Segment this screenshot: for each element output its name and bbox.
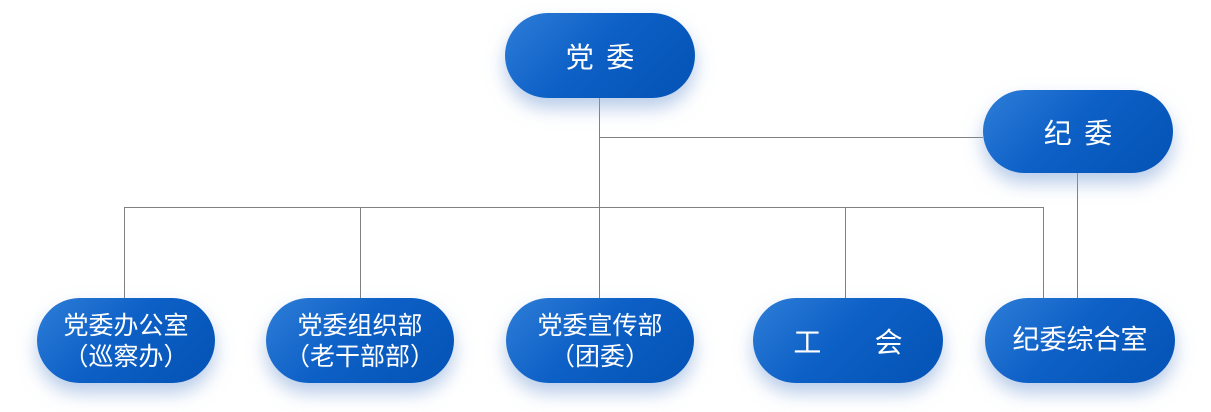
connector-distribution-bar <box>124 207 1043 208</box>
connector-party-committee-down <box>599 98 600 298</box>
node-propaganda-dept-line1: 党委宣传部 <box>537 310 663 340</box>
node-discipline-office: 纪委综合室 <box>985 298 1175 383</box>
connector-drop-organization-dept <box>360 207 361 298</box>
node-discipline-office-label: 纪委综合室 <box>1012 325 1148 356</box>
connector-to-discipline-committee <box>599 137 983 138</box>
node-party-committee: 党委 <box>505 13 695 98</box>
node-discipline-committee-label: 纪委 <box>1043 116 1125 150</box>
node-party-office-line2: （巡察办） <box>63 341 189 371</box>
node-organization-dept-line1: 党委组织部 <box>297 310 423 340</box>
connector-drop-discipline-office <box>1043 207 1044 298</box>
node-organization-dept-line2: （老干部部） <box>284 341 435 371</box>
node-propaganda-dept: 党委宣传部 （团委） <box>506 298 694 383</box>
node-party-office: 党委办公室 （巡察办） <box>37 298 215 383</box>
connector-drop-party-office <box>124 207 125 298</box>
connector-discipline-committee-down <box>1077 173 1078 298</box>
node-organization-dept: 党委组织部 （老干部部） <box>266 298 454 383</box>
node-labor-union-label: 工 会 <box>793 325 916 359</box>
node-party-office-line1: 党委办公室 <box>63 310 189 340</box>
node-discipline-committee: 纪委 <box>983 90 1173 173</box>
connector-drop-labor-union <box>845 207 846 298</box>
node-labor-union: 工 会 <box>753 298 943 383</box>
node-party-committee-label: 党委 <box>565 40 647 74</box>
node-propaganda-dept-line2: （团委） <box>549 341 650 371</box>
